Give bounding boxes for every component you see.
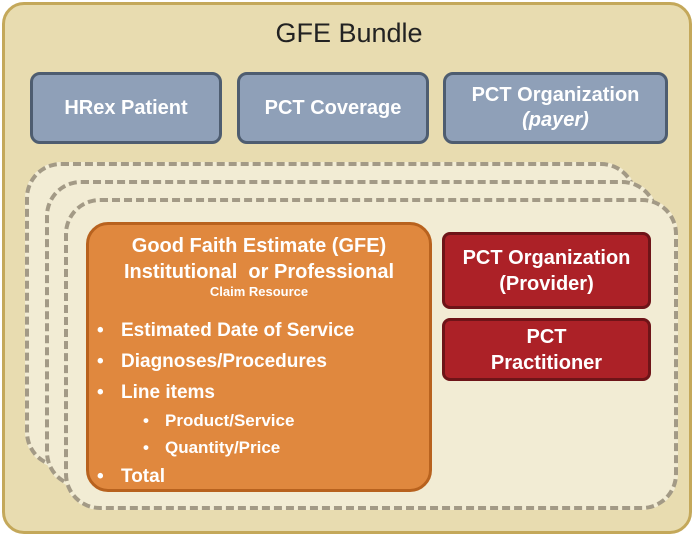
pct-practitioner-label-line1: PCT	[526, 325, 567, 348]
payer-qualifier: (payer)	[522, 109, 589, 131]
gfe-title-line1: Good Faith Estimate (GFE)	[131, 235, 387, 257]
gfe-title: Good Faith Estimate (GFE) Institutional …	[89, 233, 429, 285]
gfe-item-label: Diagnoses/Procedures	[121, 351, 327, 372]
pct-organization-provider-box: PCT Organization (Provider)	[442, 232, 651, 309]
gfe-subitem-label: Product/Service	[165, 411, 295, 430]
pct-organization-payer-label: PCT Organization	[471, 84, 640, 106]
hrex-patient-label: HRex Patient	[64, 96, 188, 119]
bullet-glyph: •	[97, 382, 104, 403]
provider-qualifier: (Provider)	[499, 272, 594, 295]
gfe-title-line2: Institutional or Professional	[123, 261, 395, 283]
pct-coverage-box: PCT Coverage	[237, 72, 429, 144]
gfe-item-label: Total	[121, 466, 165, 487]
pct-organization-payer-box: PCT Organization (payer)	[443, 72, 668, 144]
hrex-patient-box: HRex Patient	[30, 72, 222, 144]
gfe-item-label: Line items	[121, 382, 215, 403]
gfe-subitem-label: Quantity/Price	[165, 438, 281, 457]
pct-practitioner-label-line2: Practitioner	[490, 351, 603, 374]
pct-practitioner-box: PCT Practitioner	[442, 318, 651, 381]
bullet-glyph: •	[97, 466, 104, 487]
gfe-item-label: Estimated Date of Service	[121, 320, 355, 341]
gfe-subtitle: Claim Resource	[209, 284, 309, 299]
gfe-claim-resource-box: Good Faith Estimate (GFE) Institutional …	[86, 222, 432, 492]
bundle-title: GFE Bundle	[275, 18, 423, 48]
bullet-glyph: •	[97, 351, 104, 372]
pct-coverage-label: PCT Coverage	[264, 96, 402, 119]
bullet-glyph: •	[143, 411, 149, 430]
bullet-glyph: •	[143, 438, 149, 457]
bullet-glyph: •	[97, 320, 104, 341]
pct-organization-provider-label: PCT Organization	[462, 246, 631, 269]
